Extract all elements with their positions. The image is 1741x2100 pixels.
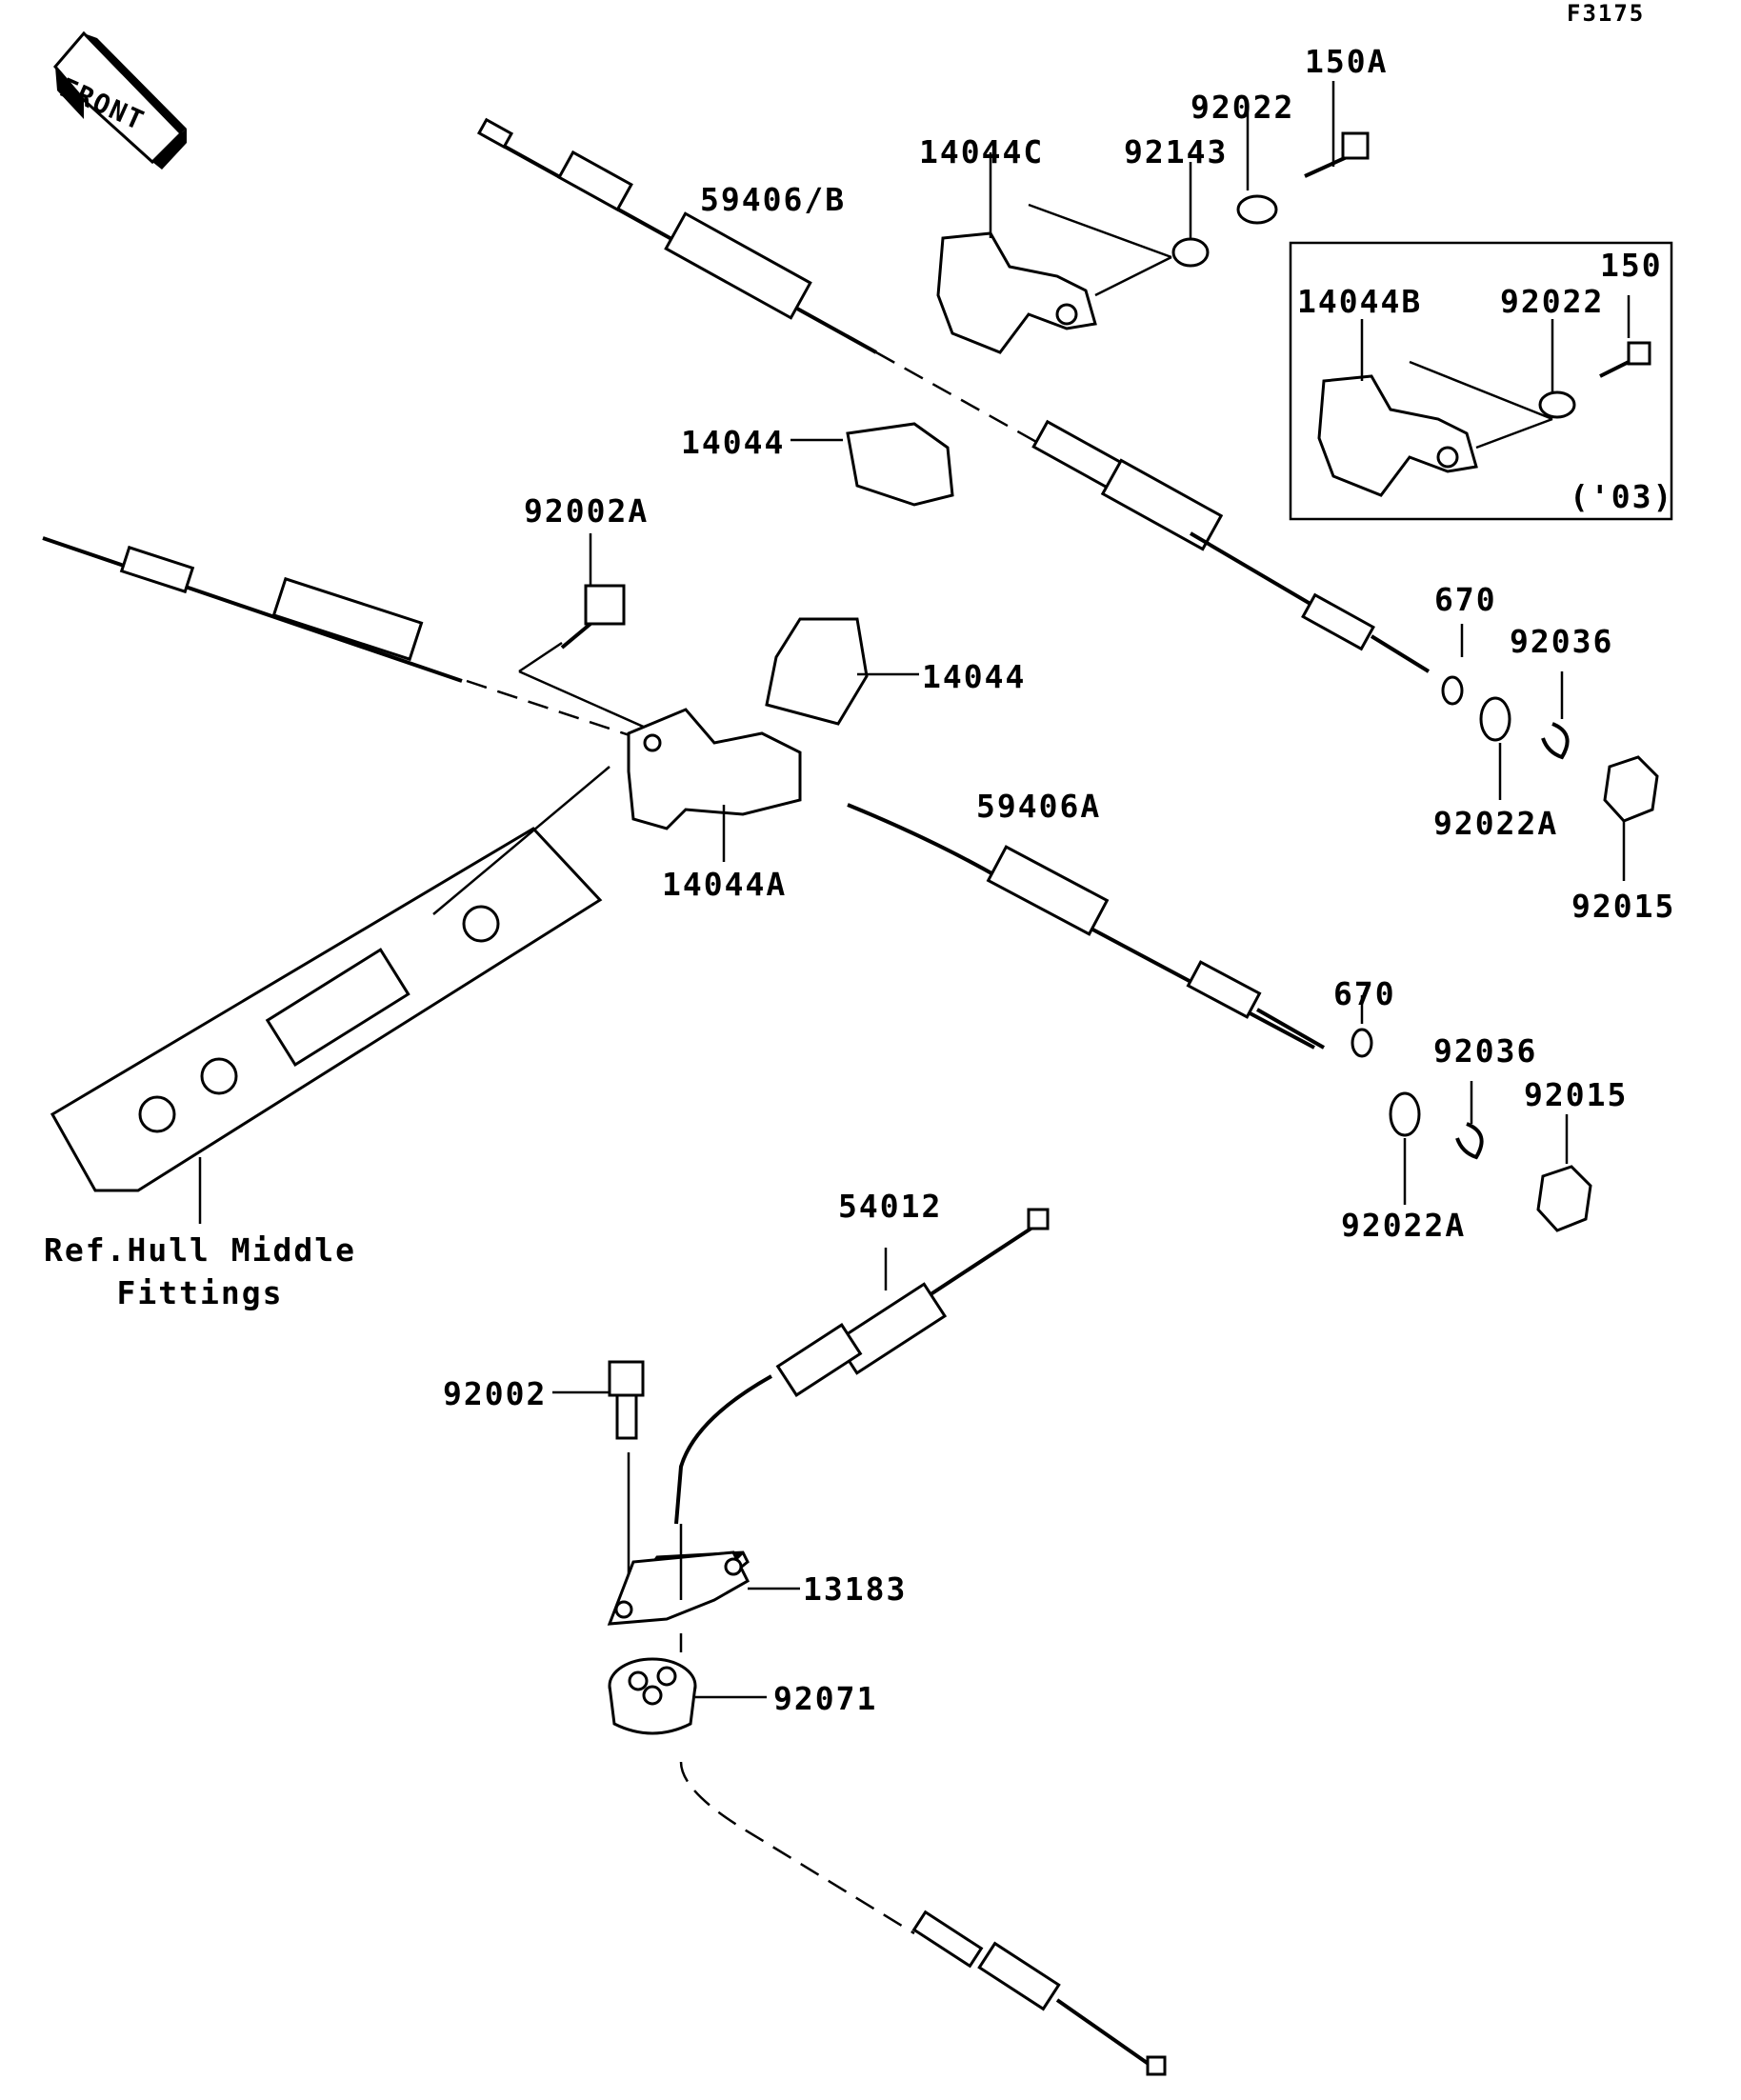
label-14044-upper: 14044 [681,424,786,461]
bracket-14044a [627,708,802,830]
bracket-14044c [936,231,1097,354]
upper-cable-59406b [476,117,1431,673]
clamp-14044-upper [846,422,954,507]
plate-13183 [607,1550,750,1626]
label-92071: 92071 [773,1680,878,1717]
label-92015-upper: 92015 [1571,888,1676,925]
label-670-upper: 670 [1434,581,1497,618]
label-92002: 92002 [443,1375,548,1412]
hull-middle-fittings [50,827,603,1192]
clip-92036-lower [1455,1122,1484,1160]
washer-92022-inset [1538,390,1576,419]
label-14044-lower: 14044 [922,658,1027,695]
inset-label: ('03) [1570,478,1674,515]
spacer-92143 [1171,237,1210,268]
reference-label: Ref.Hull Middle Fittings [38,1229,362,1314]
label-13183: 13183 [803,1570,908,1608]
bracket-14044b [1317,374,1478,497]
label-92002a: 92002A [524,492,650,530]
oring-670-lower [1351,1028,1373,1058]
washer-92022a-upper [1479,696,1511,742]
label-92022a-upper: 92022A [1433,805,1559,842]
clamp-14044-lower [765,617,869,726]
front-arrow-icon [53,30,187,170]
reference-label-line1: Ref.Hull Middle [43,1231,356,1269]
cable-54012 [674,1208,1050,1525]
lower-cable-end [911,1910,1167,2076]
bolt-92002a [560,584,626,650]
grommet-92071 [608,1657,697,1735]
label-14044c: 14044C [919,133,1045,170]
washer-92022a-lower [1389,1091,1421,1137]
oring-670-upper [1441,675,1464,706]
label-92036-upper: 92036 [1510,623,1614,660]
clip-92036-upper [1541,722,1570,760]
label-92022a-lower: 92022A [1341,1207,1467,1244]
label-59406a: 59406A [976,788,1102,825]
lower-cable-left [42,536,639,740]
label-14044a: 14044A [662,866,788,903]
reference-label-line2: Fittings [116,1274,284,1311]
bolt-150a [1304,131,1370,178]
cable-59406a [847,803,1325,1050]
inset-box [1289,241,1673,521]
label-92036-lower: 92036 [1433,1032,1538,1070]
bolt-150 [1599,341,1651,378]
washer-92022 [1236,194,1278,225]
nut-92015-upper [1603,755,1659,823]
nut-92015-lower [1536,1165,1592,1232]
figure-code: F3175 [1567,0,1646,27]
label-54012: 54012 [838,1188,943,1225]
label-92015-lower: 92015 [1524,1076,1629,1113]
label-92022-top: 92022 [1191,89,1295,126]
label-92143: 92143 [1124,133,1229,170]
label-14044b: 14044B [1297,283,1423,320]
bolt-92002 [608,1360,645,1440]
label-59406b: 59406/B [700,181,847,218]
label-92022-inset: 92022 [1500,283,1605,320]
label-150a: 150A [1305,43,1389,80]
label-670-lower: 670 [1333,975,1396,1012]
label-150: 150 [1600,247,1663,284]
